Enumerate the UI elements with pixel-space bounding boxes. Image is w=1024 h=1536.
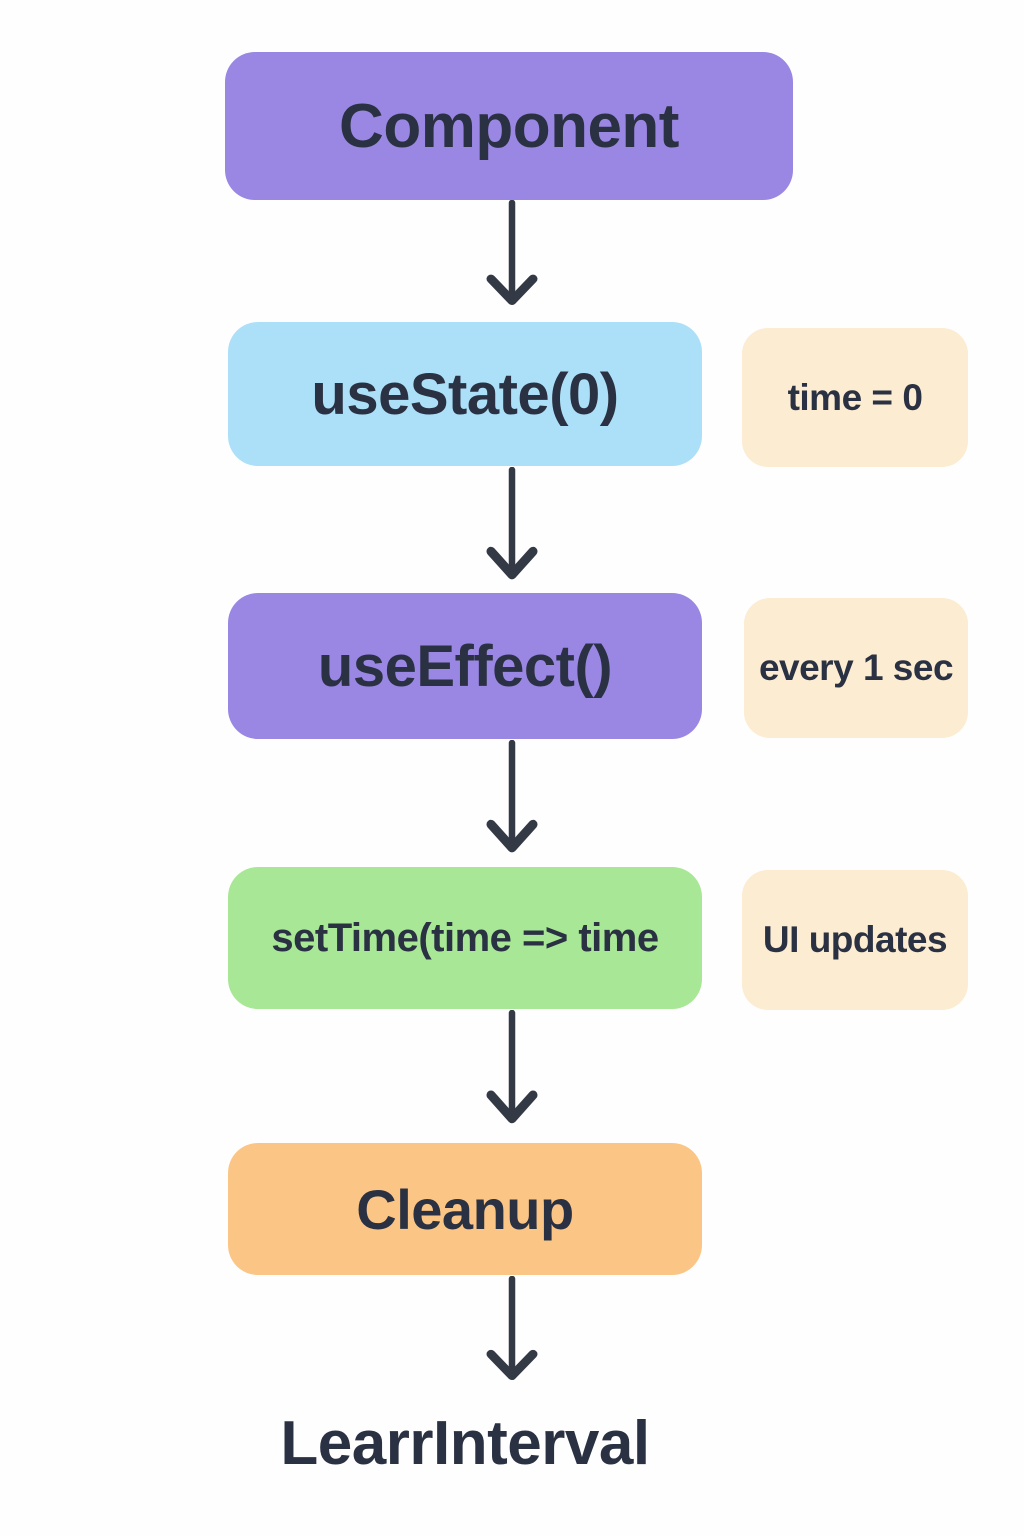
arrow-down-icon bbox=[482, 740, 542, 862]
arrow-down-icon bbox=[482, 200, 542, 314]
arrow-down-icon bbox=[482, 1010, 542, 1133]
node-component: Component bbox=[225, 52, 793, 200]
arrow-down-icon bbox=[482, 467, 542, 589]
node-usestate: useState(0) bbox=[228, 322, 702, 466]
annotation-ui-updates: UI updates bbox=[742, 870, 968, 1010]
node-settime: setTime(time => time bbox=[228, 867, 702, 1009]
end-label: LearrInterval bbox=[280, 1409, 650, 1478]
node-useeffect: useEffect() bbox=[228, 593, 702, 739]
arrow-down-icon bbox=[482, 1276, 542, 1389]
annotation-every-1-sec: every 1 sec bbox=[744, 598, 968, 738]
node-cleanup: Cleanup bbox=[228, 1143, 702, 1275]
annotation-time-equals-0: time = 0 bbox=[742, 328, 968, 467]
